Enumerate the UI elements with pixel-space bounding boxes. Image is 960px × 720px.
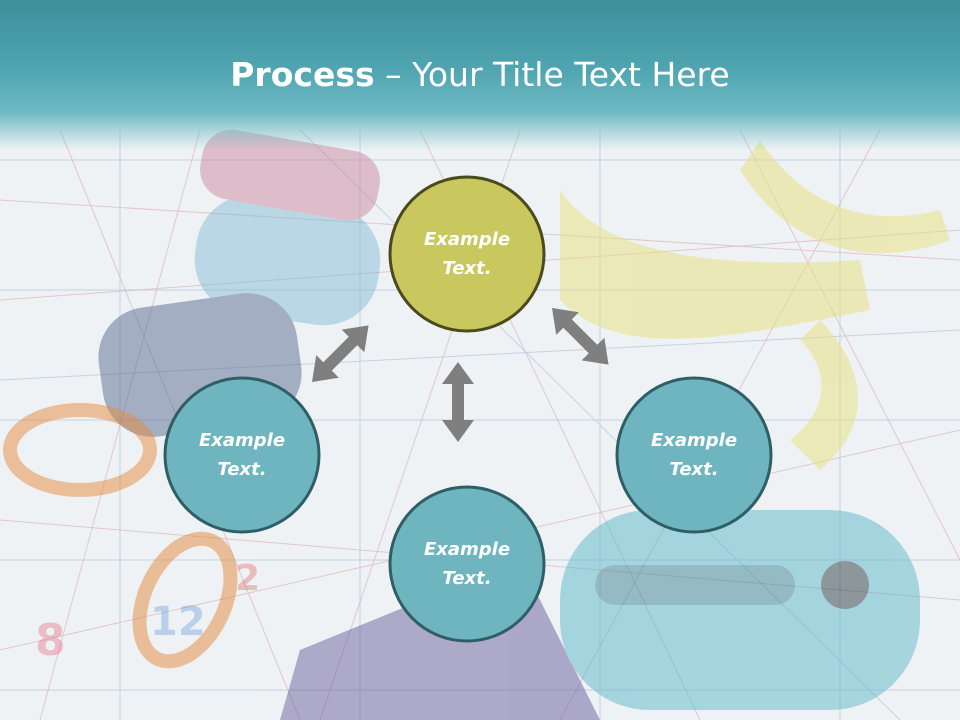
node-label-line: Example bbox=[198, 430, 286, 451]
double-arrow-icon bbox=[300, 314, 380, 394]
node-label-line: Text. bbox=[442, 568, 492, 589]
node-label-line: Example bbox=[423, 539, 511, 560]
title-bold: Process bbox=[230, 55, 375, 94]
node-circle-bottom[interactable] bbox=[388, 485, 546, 643]
node-label-line: Example bbox=[650, 430, 738, 451]
node-label-bottom[interactable]: Example Text. bbox=[392, 535, 542, 593]
node-label-line: Text. bbox=[669, 459, 719, 480]
node-label-right[interactable]: Example Text. bbox=[619, 426, 769, 484]
node-circle-top[interactable] bbox=[388, 175, 546, 333]
title-bar bbox=[0, 0, 960, 150]
svg-text:2: 2 bbox=[235, 558, 260, 599]
title-separator: – bbox=[374, 55, 413, 94]
svg-text:12: 12 bbox=[150, 599, 206, 645]
title-rest: Your Title Text Here bbox=[412, 55, 730, 94]
node-label-line: Example bbox=[423, 229, 511, 250]
svg-text:8: 8 bbox=[35, 615, 66, 666]
double-arrow-icon bbox=[540, 296, 620, 376]
node-label-top[interactable]: Example Text. bbox=[392, 225, 542, 283]
node-circle-right[interactable] bbox=[615, 376, 773, 534]
node-label-line: Text. bbox=[442, 258, 492, 279]
node-circle-left[interactable] bbox=[163, 376, 321, 534]
node-label-left[interactable]: Example Text. bbox=[167, 426, 317, 484]
node-label-line: Text. bbox=[217, 459, 267, 480]
slide-title[interactable]: Process – Your Title Text Here bbox=[0, 52, 960, 98]
double-arrow-icon bbox=[442, 362, 474, 442]
